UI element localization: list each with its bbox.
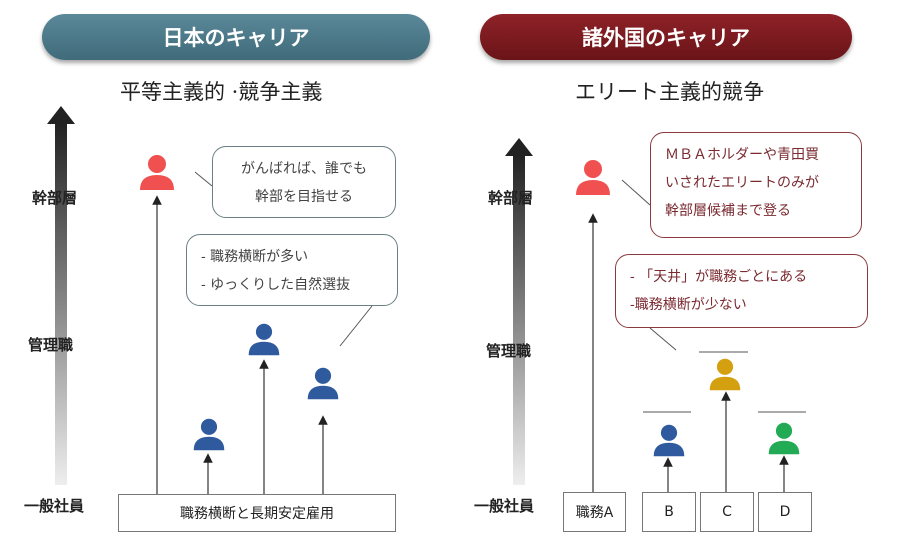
- right-bubble-1-line-3: 幹部層候補まで登る: [665, 203, 791, 219]
- person-icon-blue-left-2: [248, 323, 280, 356]
- right-title-banner: 諸外国のキャリア: [480, 14, 852, 60]
- person-icon-blue-left-3: [307, 367, 339, 400]
- left-level-staff: 一般社員: [24, 497, 85, 515]
- left-title-banner: 日本のキャリア: [42, 14, 430, 60]
- person-icon-red-left: [140, 155, 174, 190]
- job-box-d-label: D: [779, 504, 791, 520]
- left-title: 日本のキャリア: [162, 26, 310, 50]
- right-bubble-2-line-1: - 「天井」が職務ごとにある: [630, 269, 808, 285]
- left-base-label: 職務横断と長期安定雇用: [180, 506, 334, 522]
- person-icon-green-right: [768, 422, 800, 455]
- right-axis-bar: [513, 155, 525, 485]
- right-bubble-1: ＭＢＡホルダーや青田買 いされたエリートのみが 幹部層候補まで登る: [650, 132, 862, 238]
- pointer-left-2: [339, 305, 373, 347]
- right-bubble-1-line-2: いされたエリートのみが: [665, 175, 819, 191]
- right-level-manager: 管理職: [486, 342, 532, 360]
- right-level-executive: 幹部層: [488, 189, 534, 207]
- left-bubble-1: がんばれば、誰でも 幹部を目指せる: [212, 146, 396, 218]
- person-icon-gold-right: [709, 358, 741, 391]
- person-icon-blue-left-1: [193, 418, 225, 451]
- right-bubble-2-line-2: -職務横断が少ない: [630, 297, 747, 313]
- left-bubble-2-line-2: - ゆっくりした自然選抜: [201, 277, 351, 293]
- right-level-staff: 一般社員: [474, 497, 535, 515]
- left-bubble-2-line-1: - 職務横断が多い: [201, 249, 309, 265]
- right-axis-arrowhead: [505, 138, 533, 156]
- right-subtitle: エリート主義的競争: [575, 80, 764, 104]
- person-icon-red-right: [576, 160, 610, 195]
- left-axis-arrowhead: [47, 106, 75, 124]
- left-bubble-1-line-2: 幹部を目指せる: [255, 189, 353, 205]
- job-box-b-label: B: [664, 504, 674, 520]
- right-title: 諸外国のキャリア: [582, 26, 750, 50]
- person-icon-blue-right: [653, 424, 685, 457]
- left-subtitle: 平等主義的 ·競争主義: [120, 80, 323, 104]
- job-box-c-label: C: [722, 504, 732, 520]
- right-bubble-1-line-1: ＭＢＡホルダーや青田買: [665, 147, 819, 163]
- job-box-d: D: [758, 492, 812, 532]
- left-level-executive: 幹部層: [32, 189, 78, 207]
- pointer-right-2: [649, 327, 677, 351]
- pointer-left-1: [194, 171, 213, 187]
- left-axis-bar: [55, 123, 67, 485]
- job-box-a-label: 職務A: [575, 505, 614, 521]
- left-bubble-2: - 職務横断が多い - ゆっくりした自然選抜: [186, 234, 398, 306]
- pointer-right-1: [621, 179, 651, 206]
- left-bubble-1-line-1: がんばれば、誰でも: [241, 161, 367, 177]
- job-box-b: B: [642, 492, 696, 532]
- right-bubble-2: - 「天井」が職務ごとにある -職務横断が少ない: [615, 254, 868, 328]
- job-box-a: 職務A: [563, 492, 626, 532]
- left-base-box: 職務横断と長期安定雇用: [118, 494, 396, 532]
- job-box-c: C: [700, 492, 754, 532]
- left-level-manager: 管理職: [28, 336, 74, 354]
